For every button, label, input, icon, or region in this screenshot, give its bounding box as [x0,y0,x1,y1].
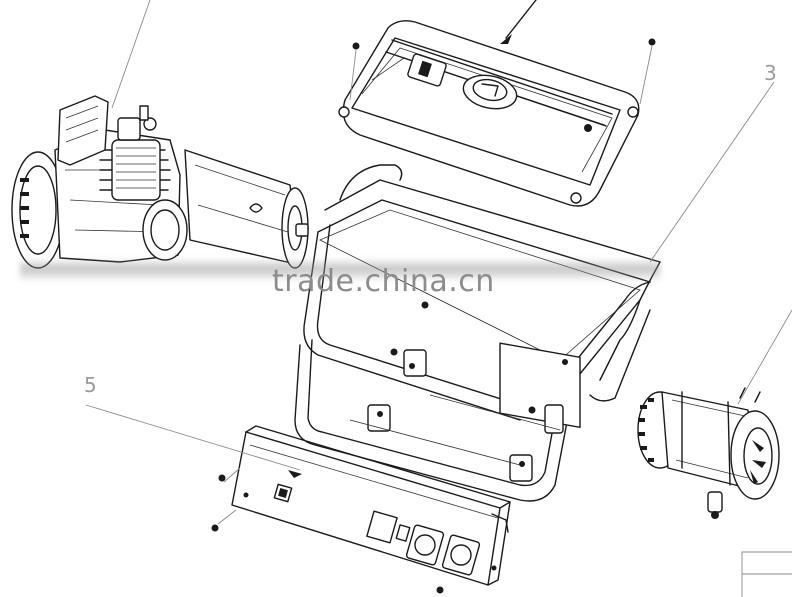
watermark-text: trade.china.cn [272,264,495,299]
screw-icon [211,474,444,594]
watermark-band [20,258,660,282]
screw-icon [352,38,656,50]
fuel-tank [338,0,656,207]
frame: 3 [294,61,777,502]
title-block-corner [741,551,792,597]
alternator [637,309,792,519]
control-panel: 5 [84,373,511,594]
callout-5: 5 [84,373,97,397]
engine-assembly [11,0,309,269]
callout-3: 3 [764,61,777,85]
